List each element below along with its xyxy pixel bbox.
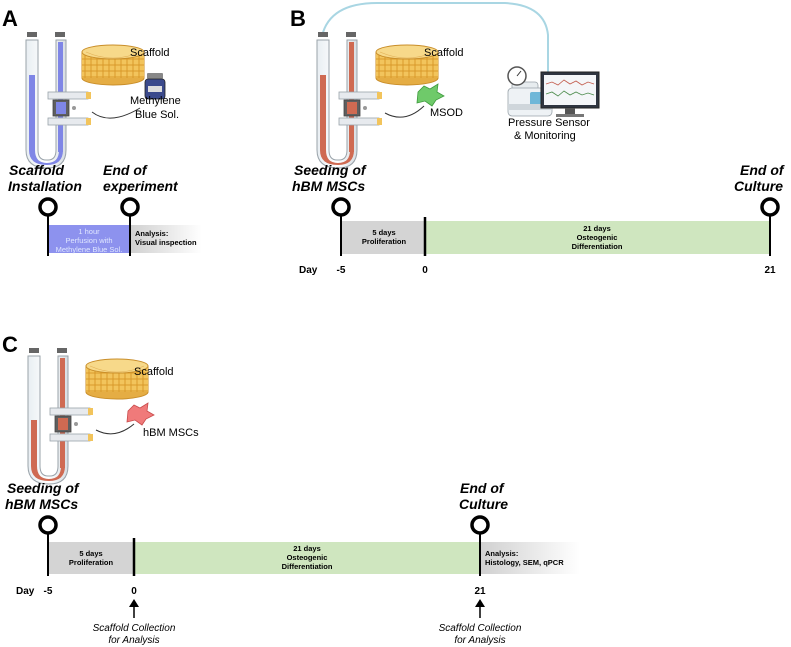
- day-tick: -5: [44, 586, 53, 597]
- milestone-pin-icon: [331, 197, 351, 217]
- event-start-line1: Seeding of: [294, 162, 367, 178]
- day-tick: 21: [474, 586, 486, 597]
- analysis-label-line1: Analysis:: [135, 229, 168, 238]
- cell-label: hBM MSCs: [143, 427, 199, 439]
- proliferation-segment: [48, 542, 134, 574]
- panel-b-letter: B: [290, 6, 306, 31]
- panel-c: C Scaffold hBM MSCs Seeding of hBM MSCs …: [2, 332, 580, 646]
- analysis-label-line2: Histology, SEM, qPCR: [485, 558, 564, 567]
- up-arrow-icon: [129, 599, 139, 618]
- differentiation-label-line2: Osteogenic: [577, 233, 618, 242]
- monitor-icon: [540, 71, 600, 117]
- proliferation-label-line1: 5 days: [79, 549, 102, 558]
- day-label: Day: [16, 586, 35, 597]
- event-start-line2: hBM MSCs: [292, 178, 365, 194]
- scaffold-label: Scaffold: [134, 366, 174, 378]
- tube-reactor-icon: [316, 32, 382, 169]
- event-end-line2: Culture: [459, 496, 508, 512]
- tube-reactor-icon: [25, 32, 91, 169]
- differentiation-label-line3: Differentiation: [282, 562, 333, 571]
- panel-c-letter: C: [2, 332, 18, 357]
- cell-icon: [126, 402, 155, 426]
- panel-b: B Scaffold MSOD: [290, 1, 785, 276]
- event-start-line2: hBM MSCs: [5, 496, 78, 512]
- perfusion-segment: [48, 225, 130, 253]
- milestone-pin-icon: [38, 197, 58, 217]
- sensor-label-line2: & Monitoring: [514, 130, 576, 142]
- milestone-pin-icon: [760, 197, 780, 217]
- day-label: Day: [299, 265, 318, 276]
- event-end-line2: experiment: [103, 178, 179, 194]
- perfusion-label-line1: 1 hour: [78, 227, 100, 236]
- differentiation-segment: [425, 221, 770, 254]
- milestone-pin-icon: [120, 197, 140, 217]
- reagent-label-line1: Methylene: [130, 95, 181, 107]
- differentiation-segment: [134, 542, 480, 574]
- proliferation-segment: [341, 221, 425, 254]
- methylene-blue-bottle-icon: [144, 73, 166, 100]
- analysis-label-line1: Analysis:: [485, 549, 518, 558]
- tube-reactor-icon: [27, 348, 93, 485]
- milestone-pin-icon: [38, 515, 58, 535]
- differentiation-label-line3: Differentiation: [572, 242, 623, 251]
- panel-a-letter: A: [2, 6, 18, 31]
- proliferation-label-line2: Proliferation: [362, 237, 407, 246]
- event-end-line1: End of: [103, 162, 148, 178]
- proliferation-label-line1: 5 days: [372, 228, 395, 237]
- event-end-line1: End of: [460, 480, 505, 496]
- scaffold-label: Scaffold: [424, 47, 464, 59]
- cell-label: MSOD: [430, 107, 463, 119]
- sensor-label-line1: Pressure Sensor: [508, 117, 590, 129]
- analysis-label-line2: Visual inspection: [135, 238, 197, 247]
- day-tick: -5: [337, 265, 346, 276]
- proliferation-label-line2: Proliferation: [69, 558, 114, 567]
- event-start-line2: Installation: [8, 178, 82, 194]
- event-end-line1: End of: [740, 162, 785, 178]
- collection-label-line2: for Analysis: [454, 635, 505, 646]
- perfusion-label-line2: Perfusion with: [65, 236, 112, 245]
- day-tick: 0: [131, 586, 137, 597]
- day-tick: 21: [764, 265, 776, 276]
- cell-icon: [416, 83, 445, 107]
- collection-label-line2: for Analysis: [108, 635, 159, 646]
- day-tick: 0: [422, 265, 428, 276]
- up-arrow-icon: [475, 599, 485, 618]
- analysis-segment: [130, 225, 202, 253]
- event-end-line2: Culture: [734, 178, 783, 194]
- milestone-pin-icon: [470, 515, 490, 535]
- reagent-label-line2: Blue Sol.: [135, 109, 179, 121]
- event-start-line1: Seeding of: [7, 480, 80, 496]
- differentiation-label-line2: Osteogenic: [287, 553, 328, 562]
- perfusion-label-line3: Methylene Blue Sol.: [56, 245, 123, 254]
- collection-label-line1: Scaffold Collection: [439, 623, 522, 634]
- event-start-line1: Scaffold: [9, 162, 64, 178]
- scaffold-icon: [85, 358, 149, 400]
- differentiation-label-line1: 21 days: [583, 224, 611, 233]
- panel-a: A Scaffold Methylene Blue Sol.: [2, 6, 202, 256]
- analysis-segment: [480, 542, 580, 574]
- collection-label-line1: Scaffold Collection: [93, 623, 176, 634]
- scaffold-label: Scaffold: [130, 47, 170, 59]
- differentiation-label-line1: 21 days: [293, 544, 321, 553]
